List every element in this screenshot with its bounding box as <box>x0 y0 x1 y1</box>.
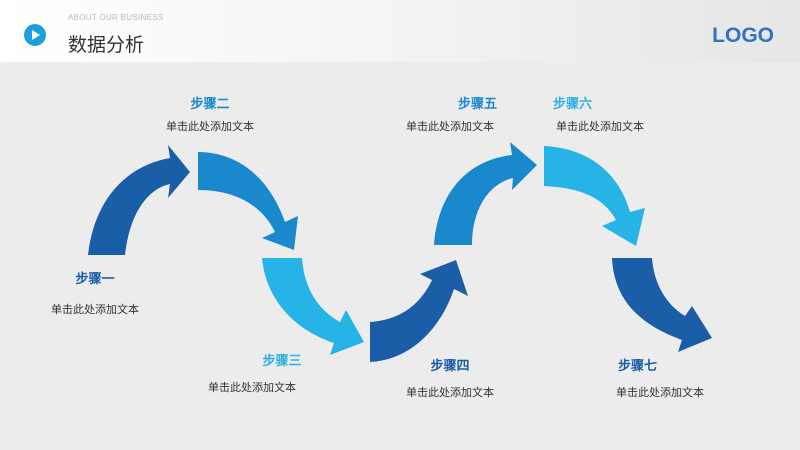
step-4: 步骤四 单击此处添加文本 <box>390 355 510 400</box>
step-text: 单击此处添加文本 <box>166 120 254 133</box>
step-title: 步骤五 <box>457 97 497 112</box>
step-title: 步骤四 <box>430 359 470 374</box>
step-title: 步骤一 <box>75 272 115 287</box>
step-text: 单击此处添加文本 <box>406 120 494 133</box>
step-title: 步骤六 <box>552 97 592 112</box>
header-subtitle: ABOUT OUR BUSINESS <box>68 13 164 22</box>
step-title: 步骤二 <box>190 97 230 112</box>
step-text: 单击此处添加文本 <box>406 386 494 399</box>
arrow-step-2 <box>198 152 298 250</box>
step-1: 步骤一 单击此处添加文本 <box>40 268 150 317</box>
arrow-step-3 <box>262 258 364 355</box>
play-icon <box>24 24 46 46</box>
arrow-step-1 <box>88 145 190 255</box>
step-text: 单击此处添加文本 <box>556 120 644 133</box>
page-title: 数据分析 <box>68 34 145 56</box>
header-bar: ABOUT OUR BUSINESS 数据分析 LOGO <box>0 0 800 62</box>
step-text: 单击此处添加文本 <box>51 303 139 316</box>
logo: LOGO <box>712 24 774 47</box>
arrow-step-5 <box>434 142 537 245</box>
arrow-step-4 <box>370 260 468 362</box>
step-6: 步骤六 单击此处添加文本 <box>540 93 660 134</box>
step-title: 步骤七 <box>617 359 657 374</box>
step-title: 步骤三 <box>262 354 302 369</box>
step-text: 单击此处添加文本 <box>616 386 704 399</box>
step-7: 步骤七 单击此处添加文本 <box>600 355 720 400</box>
step-text: 单击此处添加文本 <box>208 381 296 394</box>
step-2: 步骤二 单击此处添加文本 <box>150 93 270 134</box>
step-5: 步骤五 单击此处添加文本 <box>390 93 510 134</box>
arrow-step-6 <box>544 146 645 246</box>
arrow-step-7 <box>612 258 712 352</box>
step-3: 步骤三 单击此处添加文本 <box>192 350 312 395</box>
